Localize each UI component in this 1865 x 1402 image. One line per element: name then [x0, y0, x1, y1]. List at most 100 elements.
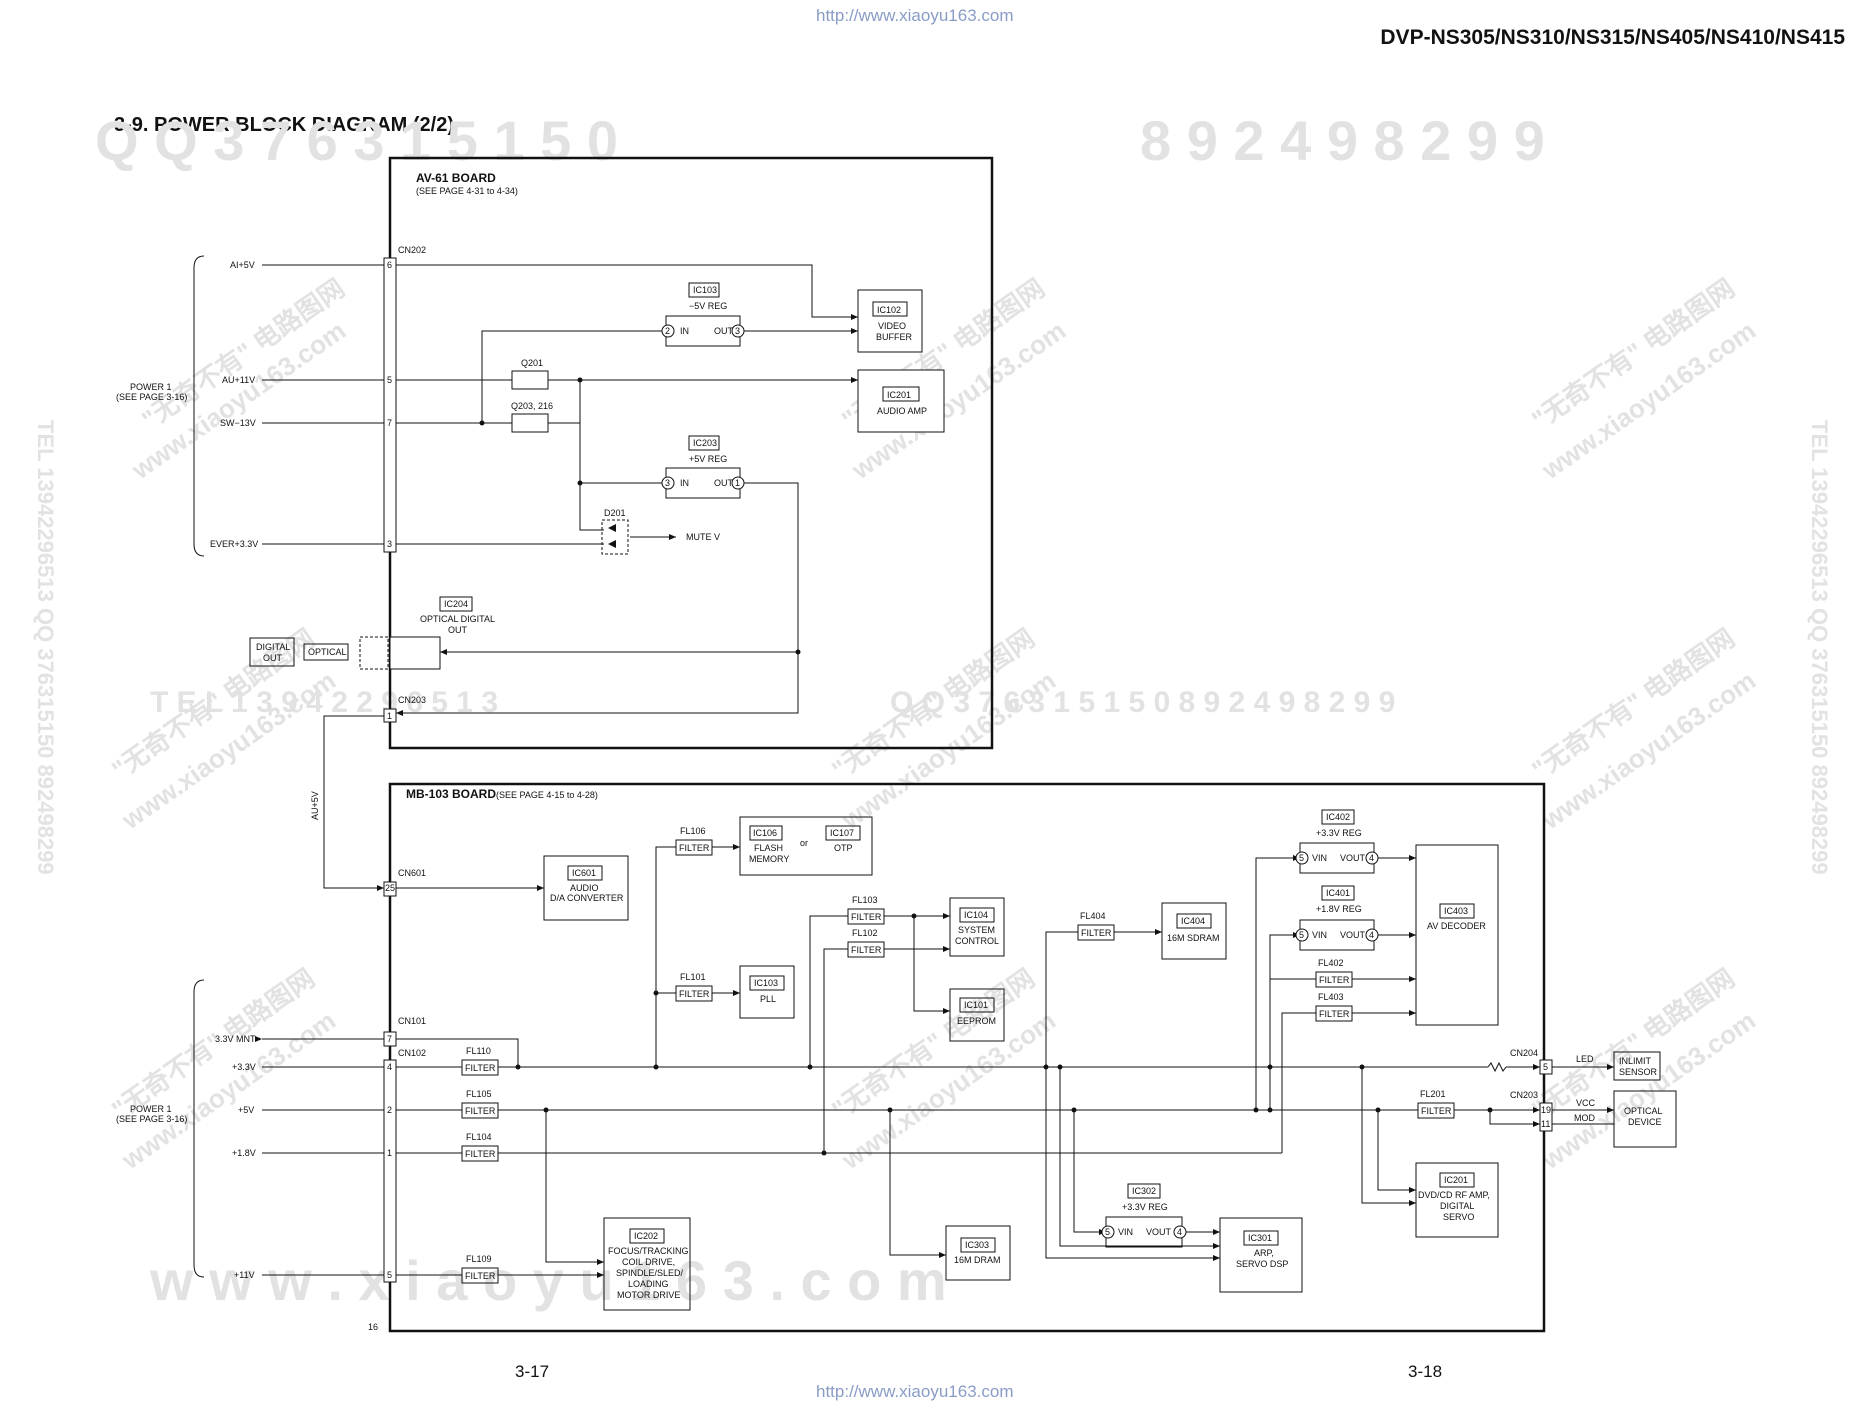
mb103-board-subtitle: (SEE PAGE 4-15 to 4-28)	[496, 790, 598, 800]
mute-v-label: MUTE V	[686, 532, 720, 542]
mb-ic201-ref: IC201	[1444, 1175, 1468, 1185]
optical-device-line1: OPTICAL	[1624, 1106, 1663, 1116]
mb-ic202-line3: SPINDLE/SLED/	[616, 1268, 684, 1278]
watermark-row1b: 8 9 2 4 9 8 2 9 9	[1140, 109, 1545, 172]
fl105-filter-text: FILTER	[465, 1106, 496, 1116]
fl105-label: FL105	[466, 1089, 492, 1099]
fl103-label: FL103	[852, 895, 878, 905]
av-ic203-block	[665, 467, 741, 499]
mb-ic101-block	[949, 988, 1005, 1042]
cn203-label: CN203	[398, 695, 426, 705]
av61-board-title: AV-61 BOARD	[416, 171, 496, 185]
optical-label: OPTICAL	[308, 647, 347, 657]
mb-ic104-block	[949, 897, 1005, 957]
mb-ic202-block	[603, 1217, 691, 1311]
mb-ic301-line1: ARP,	[1254, 1248, 1274, 1258]
av-ic103-in: IN	[680, 326, 689, 336]
fl110-filter-text: FILTER	[465, 1063, 496, 1073]
mb-ic103-ref: IC103	[754, 978, 778, 988]
d201-label: D201	[604, 508, 626, 518]
fl102-filter	[847, 941, 885, 958]
mb-ic106-line1: FLASH	[754, 843, 783, 853]
cn203-mb-strip	[1539, 1102, 1553, 1132]
mb-ic302-pin-in: 5	[1105, 1227, 1110, 1237]
av-ic103-pin-out: 3	[735, 326, 740, 336]
input-ai5v: AI+5V	[230, 260, 255, 270]
cn102-strip	[383, 1059, 397, 1283]
rail-33v-mnt: 3.3V MNT	[215, 1034, 256, 1044]
cn102-pin4: 4	[387, 1062, 392, 1072]
watermark-row3: w w w . x i a o y u 1 6 3 . c o m	[149, 1249, 947, 1312]
cn204-pin5: 5	[1543, 1062, 1548, 1072]
mod-label: MOD	[1574, 1113, 1595, 1123]
mb-ic302-pin-out: 4	[1177, 1227, 1182, 1237]
mb-ic202-line1: FOCUS/TRACKING	[608, 1246, 689, 1256]
av-ic203-out: OUT	[714, 478, 734, 488]
mb-ic401-name: +1.8V REG	[1316, 904, 1362, 914]
optical-label-box	[303, 643, 349, 661]
cn202-strip	[383, 257, 397, 553]
model-number-header: DVP-NS305/NS310/NS315/NS405/NS410/NS415	[1380, 26, 1845, 49]
fl404-filter	[1077, 924, 1115, 941]
ic204-line1: OPTICAL DIGITAL	[420, 614, 495, 624]
fl402-filter-text: FILTER	[1319, 975, 1350, 985]
cn102-label: CN102	[398, 1048, 426, 1058]
mb-ic201-line1: DVD/CD RF AMP,	[1418, 1190, 1490, 1200]
watermark-vertical-left: TEL 13942296513 QQ 376315150 892498299	[33, 420, 58, 875]
mb-ic601-line1: AUDIO	[570, 883, 599, 893]
optical-led	[359, 636, 389, 670]
cn101-label: CN101	[398, 1016, 426, 1026]
mb-ic601-block	[543, 855, 629, 921]
power1-label-bottom: POWER 1	[130, 1104, 172, 1114]
power1-sub-bottom: (SEE PAGE 3-16)	[116, 1114, 187, 1124]
cn102-pin2: 2	[387, 1105, 392, 1115]
fl101-label: FL101	[680, 972, 706, 982]
power1-bracket-bottom	[193, 979, 205, 1278]
av-ic102-ref: IC102	[877, 305, 901, 315]
fl102-filter-text: FILTER	[851, 945, 882, 955]
fl404-label: FL404	[1080, 911, 1106, 921]
source-url-bottom[interactable]: http://www.xiaoyu163.com	[816, 1382, 1014, 1401]
mb-ic302-ref: IC302	[1132, 1186, 1156, 1196]
fl106-label: FL106	[680, 826, 706, 836]
ic204-block	[389, 636, 441, 670]
mb-ic402-pin-in: 5	[1299, 853, 1304, 863]
mb-ic104-ref: IC104	[964, 910, 988, 920]
cn601-pin25: 25	[385, 883, 395, 893]
mb-ic403-ref: IC403	[1444, 906, 1468, 916]
av-ic201-ref: IC201	[887, 390, 911, 400]
mb-ic401-pin-out: 4	[1369, 930, 1374, 940]
mb-ic201-line2: DIGITAL	[1440, 1201, 1474, 1211]
av-ic102-line2: BUFFER	[876, 332, 913, 342]
digital-out-box	[249, 637, 295, 667]
fl103-filter-text: FILTER	[851, 912, 882, 922]
mb-ic202-line2: COIL DRIVE,	[622, 1257, 675, 1267]
av-ic103-ref: IC103	[693, 285, 717, 295]
fl106-filter-text: FILTER	[679, 843, 710, 853]
mb-ic201-block	[1415, 1162, 1499, 1238]
input-ever33v: EVER+3.3V	[210, 539, 258, 549]
mb-ic601-ref: IC601	[572, 868, 596, 878]
fl402-label: FL402	[1318, 958, 1344, 968]
mb-ic202-line5: MOTOR DRIVE	[617, 1290, 680, 1300]
fl104-filter	[461, 1145, 499, 1162]
mb-ic301-line2: SERVO DSP	[1236, 1259, 1288, 1269]
mb-ic401-pin-in: 5	[1299, 930, 1304, 940]
fl103-filter	[847, 908, 885, 925]
cn102-pin1: 1	[387, 1148, 392, 1158]
av-ic203-name: +5V REG	[689, 454, 727, 464]
source-url-top[interactable]: http://www.xiaoyu163.com	[816, 6, 1014, 25]
fl403-filter-text: FILTER	[1319, 1009, 1350, 1019]
mb-ic402-ref: IC402	[1326, 812, 1350, 822]
input-au11v: AU+11V	[222, 375, 255, 385]
fl105-filter	[461, 1102, 499, 1119]
av-ic203-in: IN	[680, 478, 689, 488]
cn601-strip	[383, 881, 397, 897]
mb-ic401-vout: VOUT	[1340, 930, 1366, 940]
cn203-mb-label: CN203	[1510, 1090, 1538, 1100]
av-ic103-pin-in: 2	[665, 326, 670, 336]
av-ic103-out: OUT	[714, 326, 734, 336]
av-ic203-pin-out: 1	[735, 478, 740, 488]
mb-ic402-name: +3.3V REG	[1316, 828, 1362, 838]
